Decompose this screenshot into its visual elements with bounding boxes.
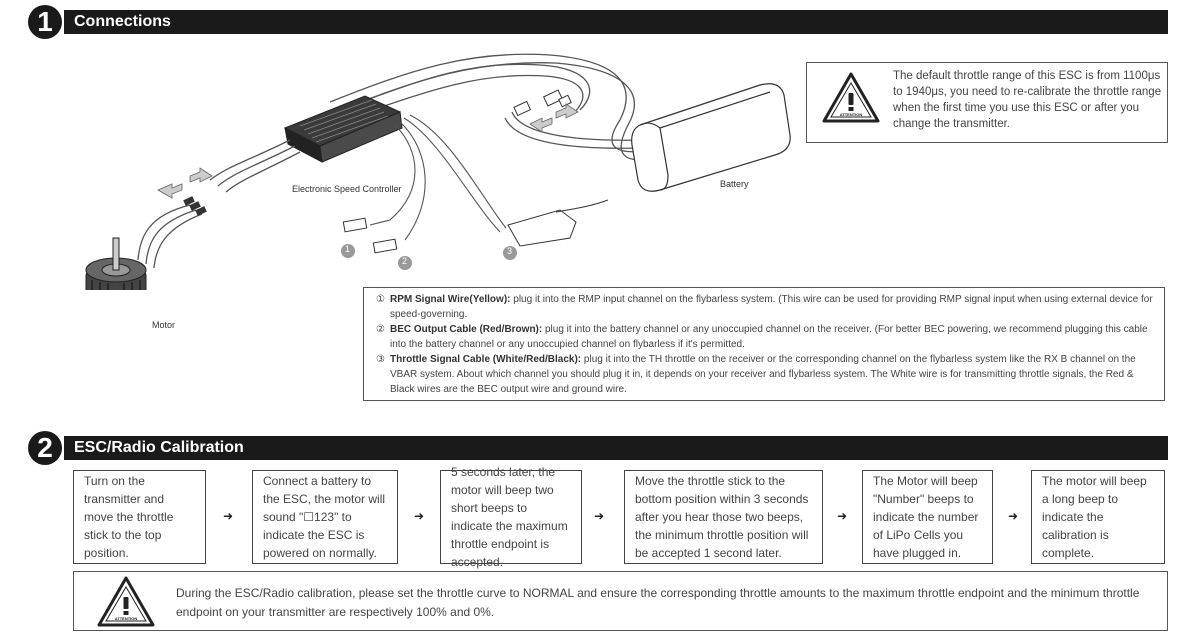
- wire-item-bec: ② BEC Output Cable (Red/Brown): plug it …: [376, 322, 1156, 352]
- wire-item-rpm: ① RPM Signal Wire(Yellow): plug it into …: [376, 292, 1156, 322]
- section-number-badge: 1: [28, 5, 62, 39]
- throttle-range-note: ATTENTION The default throttle range of …: [806, 62, 1168, 143]
- calibration-step-4: Move the throttle stick to the bottom po…: [624, 470, 823, 564]
- wire-number: ①: [376, 294, 385, 305]
- wire-title: RPM Signal Wire(Yellow):: [390, 294, 511, 305]
- attention-icon: ATTENTION: [97, 576, 155, 627]
- wire-description-box: ① RPM Signal Wire(Yellow): plug it into …: [363, 287, 1165, 401]
- step-arrow-icon: ➜: [593, 509, 605, 523]
- step-arrow-icon: ➜: [222, 509, 234, 523]
- attention-text: ATTENTION: [115, 616, 138, 621]
- battery-connect-arrows: [529, 103, 579, 133]
- wire-text: plug it into the RMP input channel on th…: [390, 294, 1153, 320]
- wire-title: Throttle Signal Cable (White/Red/Black):: [390, 354, 582, 365]
- step-arrow-icon: ➜: [1007, 509, 1019, 523]
- section-number-badge: 2: [28, 431, 62, 465]
- motor: [85, 237, 147, 290]
- signal-wires: [369, 114, 507, 241]
- wire-text: plug it into the TH throttle on the rece…: [390, 354, 1136, 395]
- battery-pack: [631, 83, 791, 192]
- motor-connectors: [183, 196, 207, 216]
- connection-diagram: [85, 53, 791, 290]
- step-arrow-icon: ➜: [413, 509, 425, 523]
- calibration-note-text: During the ESC/Radio calibration, please…: [176, 586, 1140, 619]
- wire-number: ②: [376, 324, 385, 335]
- section-title-bar: ESC/Radio Calibration: [64, 436, 1168, 460]
- esc-unit: [283, 95, 403, 163]
- calibration-step-2: Connect a battery to the ESC, the motor …: [252, 470, 398, 564]
- wire-item-throttle: ③ Throttle Signal Cable (White/Red/Black…: [376, 352, 1156, 397]
- calibration-step-5: The Motor will beep "Number" beeps to in…: [862, 470, 993, 564]
- section-title-bar: Connections: [64, 10, 1168, 34]
- calibration-step-3: 5 seconds later, the motor will beep two…: [440, 465, 582, 569]
- throttle-range-text: The default throttle range of this ESC i…: [893, 70, 1162, 130]
- calibration-note: ATTENTION During the ESC/Radio calibrati…: [73, 571, 1168, 631]
- marker-1-label: 1: [345, 244, 351, 254]
- wire-text: plug it into the battery channel or any …: [390, 324, 1148, 350]
- wire-number: ③: [376, 354, 385, 365]
- step-arrow-icon: ➜: [836, 509, 848, 523]
- marker-3-label: 3: [507, 246, 513, 256]
- wire-markers: [341, 244, 517, 270]
- calibration-step-1: Turn on the transmitter and move the thr…: [73, 470, 206, 564]
- attention-text: ATTENTION: [840, 112, 863, 117]
- esc-label: Electronic Speed Controller: [292, 184, 402, 194]
- calibration-step-6: The motor will beep a long beep to indic…: [1031, 470, 1165, 564]
- marker-2-label: 2: [402, 256, 408, 266]
- motor-connect-arrows: [157, 167, 213, 199]
- signal-plugs: [342, 199, 609, 254]
- motor-wires: [137, 139, 301, 269]
- attention-icon: ATTENTION: [822, 72, 880, 123]
- battery-wires: [329, 53, 659, 161]
- motor-label: Motor: [152, 320, 176, 330]
- wire-title: BEC Output Cable (Red/Brown):: [390, 324, 543, 335]
- battery-label: Battery: [720, 179, 749, 189]
